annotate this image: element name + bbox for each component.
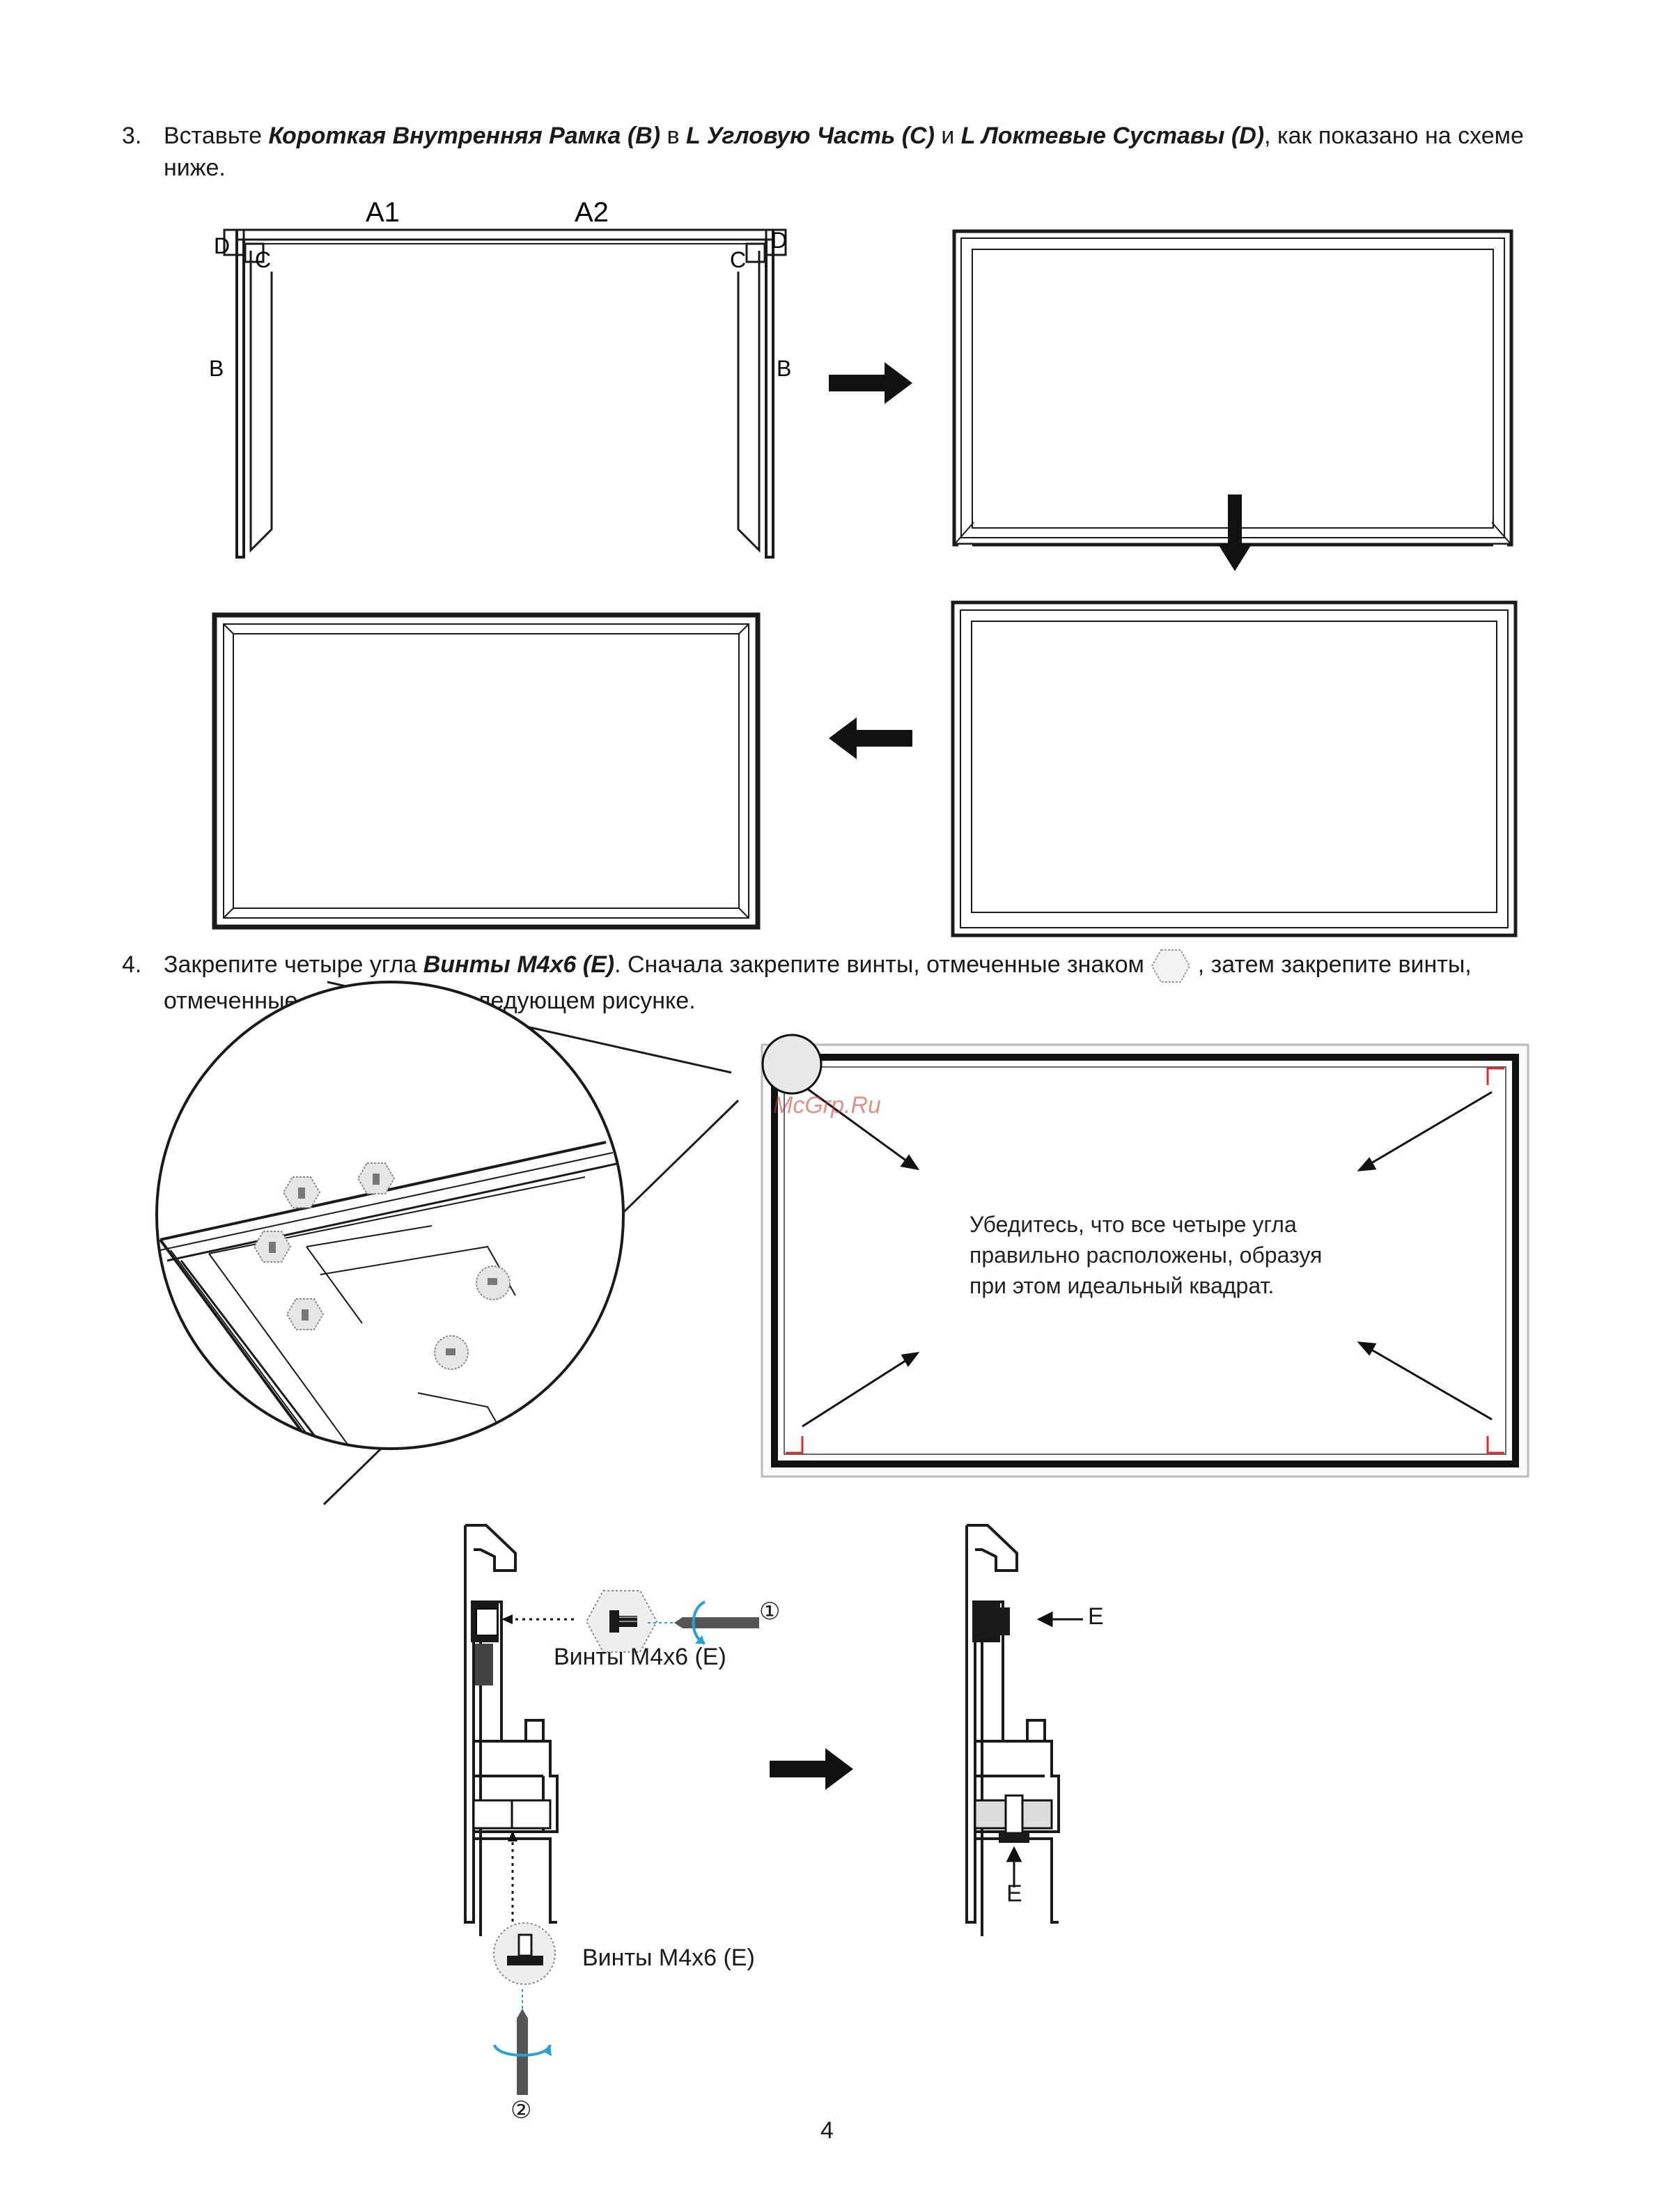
text-run: , как показано на схеме ниже. — [164, 123, 1524, 181]
profile-section-before — [464, 1524, 578, 1936]
label-a1: A1 — [366, 197, 400, 228]
text-run: . Сначала закрепите винты, отмеченные зн… — [614, 951, 1151, 978]
label-c-left: C — [255, 247, 271, 272]
text-run: и — [934, 123, 961, 149]
page-number: 4 — [820, 2117, 834, 2144]
screw-marks — [253, 1162, 511, 1370]
part-name-d: L Локтевые Суставы (D) — [960, 123, 1265, 149]
frame-assembly-step3 — [951, 600, 1518, 937]
part-name-c: L Угловую Часть (C) — [686, 123, 935, 149]
arrow-down-icon — [1217, 494, 1252, 571]
step-3-text: Вставьте Короткая Внутренняя Рамка (B) в… — [164, 120, 1529, 184]
label-b-right: B — [777, 356, 791, 381]
frame-assembled — [212, 612, 761, 930]
label-d-left: D — [214, 233, 230, 258]
screwdriver-icon-2 — [493, 1989, 552, 2095]
step-2-marker: ② — [511, 2097, 532, 2124]
screw-label-top: Винты M4x6 (E) — [554, 1644, 726, 1670]
e-label-top: E — [1088, 1603, 1104, 1630]
screw-hex-icon — [585, 1590, 658, 1653]
label-b-left: B — [209, 356, 224, 381]
arrow-right-icon-2 — [770, 1748, 853, 1790]
e-label-bottom: E — [1006, 1880, 1022, 1907]
text-run: Закрепите четыре угла — [164, 951, 423, 978]
profile-section-after — [965, 1524, 1083, 1936]
arrow-right-icon — [829, 362, 912, 404]
screw-name: Винты M4x6 (E) — [423, 951, 615, 978]
step-number: 4. — [122, 951, 142, 978]
text-run: Вставьте — [164, 123, 269, 149]
screw-label-bottom: Винты M4x6 (E) — [582, 1945, 755, 1971]
part-name-b: Короткая Внутренняя Рамка (B) — [268, 123, 661, 149]
hexagon-mark-icon — [1151, 949, 1191, 983]
step-1-marker: ① — [759, 1598, 781, 1625]
label-c-right: C — [730, 247, 746, 272]
label-d-right: D — [771, 228, 787, 253]
arrow-left-icon — [829, 717, 912, 759]
label-a2: A2 — [575, 197, 609, 228]
watermark: McGrp.Ru — [773, 1092, 881, 1119]
screwdriver-icon-1 — [648, 1600, 759, 1645]
alignment-note: Убедитесь, что все четыре угла правильно… — [969, 1212, 1323, 1298]
step-number: 3. — [122, 123, 142, 149]
full-frame-diagram — [761, 1034, 1529, 1478]
text-run: в — [660, 123, 686, 149]
screw-round-icon — [493, 1922, 556, 1985]
